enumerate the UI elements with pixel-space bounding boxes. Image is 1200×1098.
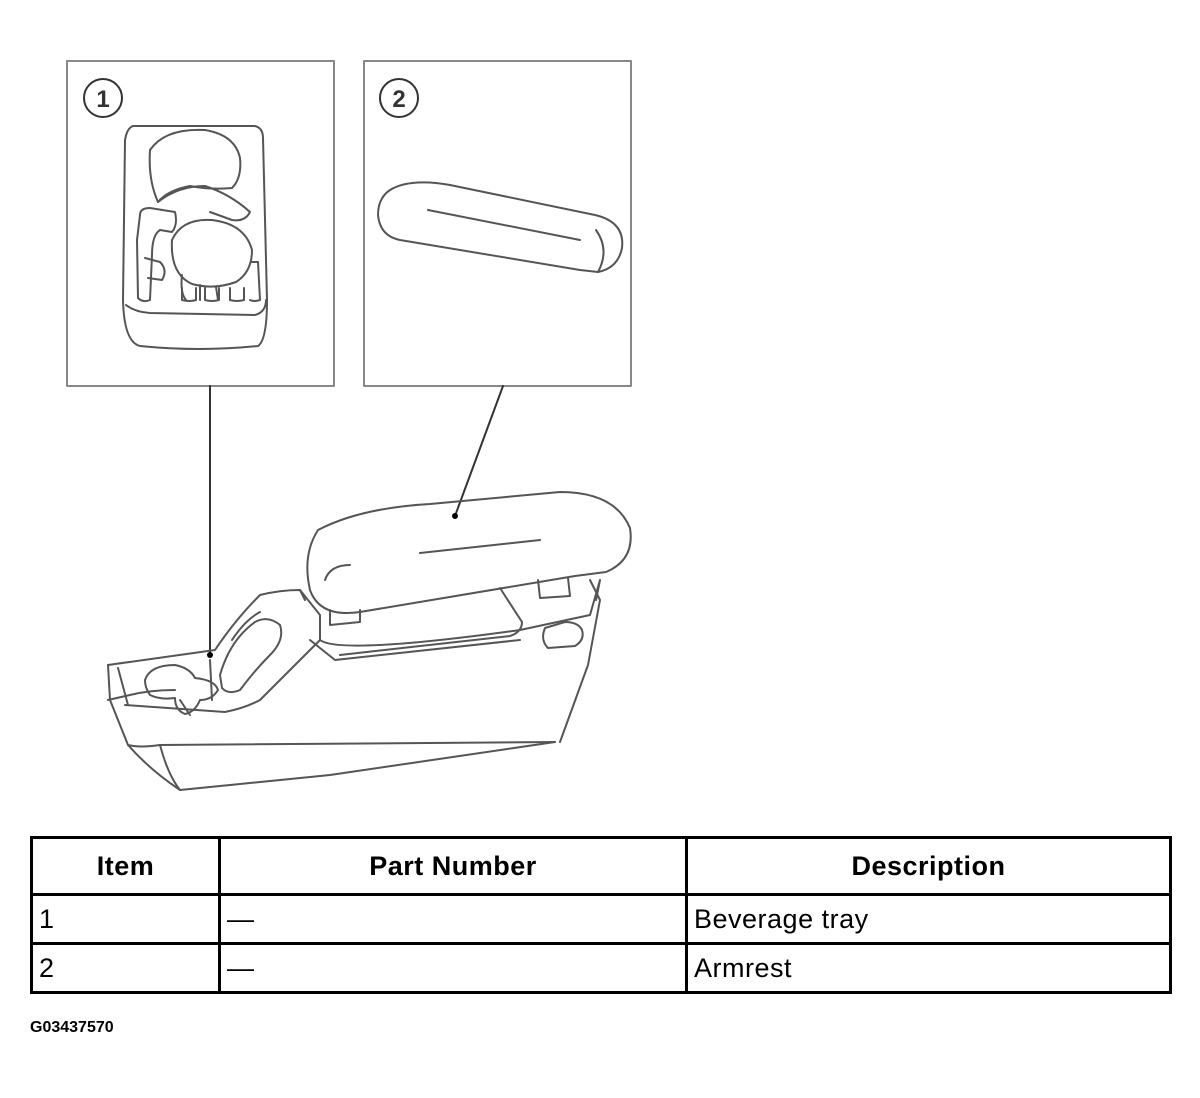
cell-description: Beverage tray bbox=[685, 893, 1172, 945]
header-part-number: Part Number bbox=[218, 836, 688, 896]
detail-frame-armrest: 2 bbox=[363, 60, 632, 387]
cell-part-number: — bbox=[218, 893, 688, 945]
table-row: 2 — Armrest bbox=[30, 942, 1172, 994]
armrest-detail-icon bbox=[377, 181, 624, 273]
floor-console-icon bbox=[107, 491, 632, 791]
leader-dot-1 bbox=[207, 652, 213, 658]
leader-line-2 bbox=[454, 385, 504, 517]
parts-table: Item Part Number Description 1 — Beverag… bbox=[30, 836, 1172, 994]
figure-code: G03437570 bbox=[30, 1019, 114, 1036]
header-item: Item bbox=[30, 836, 221, 896]
cell-part-number: — bbox=[218, 942, 688, 994]
cell-item: 1 bbox=[30, 893, 221, 945]
header-description: Description bbox=[685, 836, 1172, 896]
leader-dot-2 bbox=[452, 513, 458, 519]
table-row: 1 — Beverage tray bbox=[30, 893, 1172, 945]
detail-frame-beverage-tray: 1 bbox=[66, 60, 335, 387]
callout-number-1: 1 bbox=[96, 86, 109, 113]
table-header-row: Item Part Number Description bbox=[30, 836, 1172, 896]
cell-item: 2 bbox=[30, 942, 221, 994]
beverage-tray-detail-icon bbox=[122, 125, 268, 350]
cell-description: Armrest bbox=[685, 942, 1172, 994]
callout-number-2: 2 bbox=[392, 86, 405, 113]
console-illustration: 1 bbox=[66, 60, 632, 791]
